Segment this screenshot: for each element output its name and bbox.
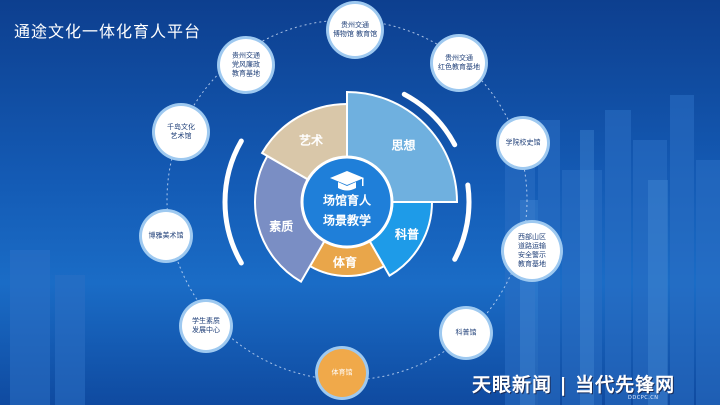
graduation-cap-icon (330, 171, 364, 191)
segment-label-1: 科普 (395, 227, 420, 242)
node-label-1: 贵州交通 红色教育基地 (438, 54, 480, 71)
inner-arcs (222, 91, 472, 266)
center-circle (300, 155, 394, 249)
node-label-2: 学院校史馆 (505, 138, 541, 147)
node-label-0: 贵州交通 博物馆 教育馆 (332, 21, 378, 38)
segment-label-2: 体育 (332, 255, 357, 270)
node-label-6: 学生素质 发展中心 (192, 317, 220, 334)
outer-nodes (139, 1, 563, 400)
page-title: 通途文化一体化育人平台 (14, 22, 202, 41)
inner-arc-2 (452, 182, 472, 262)
node-label-7: 博雅美术馆 (148, 231, 184, 240)
node-circle-1 (433, 37, 485, 89)
node-label-4: 科普馆 (455, 328, 477, 337)
segment-label-3: 素质 (269, 219, 294, 234)
center-label-line2: 场景教学 (322, 213, 372, 228)
node-circle-0 (329, 4, 381, 56)
segment-label-0: 思想 (391, 138, 416, 153)
node-circle-8 (155, 106, 207, 158)
node-circle-4 (442, 309, 490, 357)
node-label-5: 体育馆 (331, 368, 353, 377)
node-label-8: 千岛文化 艺术馆 (167, 123, 195, 140)
inner-arc-0 (401, 91, 458, 148)
node-label-9: 贵州交通 党风廉政 教育基地 (232, 51, 260, 78)
node-circle-7 (142, 212, 190, 260)
node-circle-2 (499, 119, 547, 167)
watermark-logo-text: 天眼新闻 | 当代先锋网 (472, 374, 676, 396)
inner-arc-1 (222, 138, 244, 266)
node-circle-5 (318, 349, 366, 397)
node-label-3: 西部山区 道路运输 安全警示 教育基地 (518, 233, 546, 268)
node-circle-3 (504, 223, 560, 279)
node-circle-9 (220, 39, 272, 91)
node-circle-6 (182, 302, 230, 350)
watermark-domain: DDCPC.CN (628, 395, 659, 401)
outer-dashed-ring (166, 19, 528, 381)
center-label-line1: 场馆育人 (322, 193, 372, 208)
segment-label-4: 艺术 (298, 133, 324, 148)
